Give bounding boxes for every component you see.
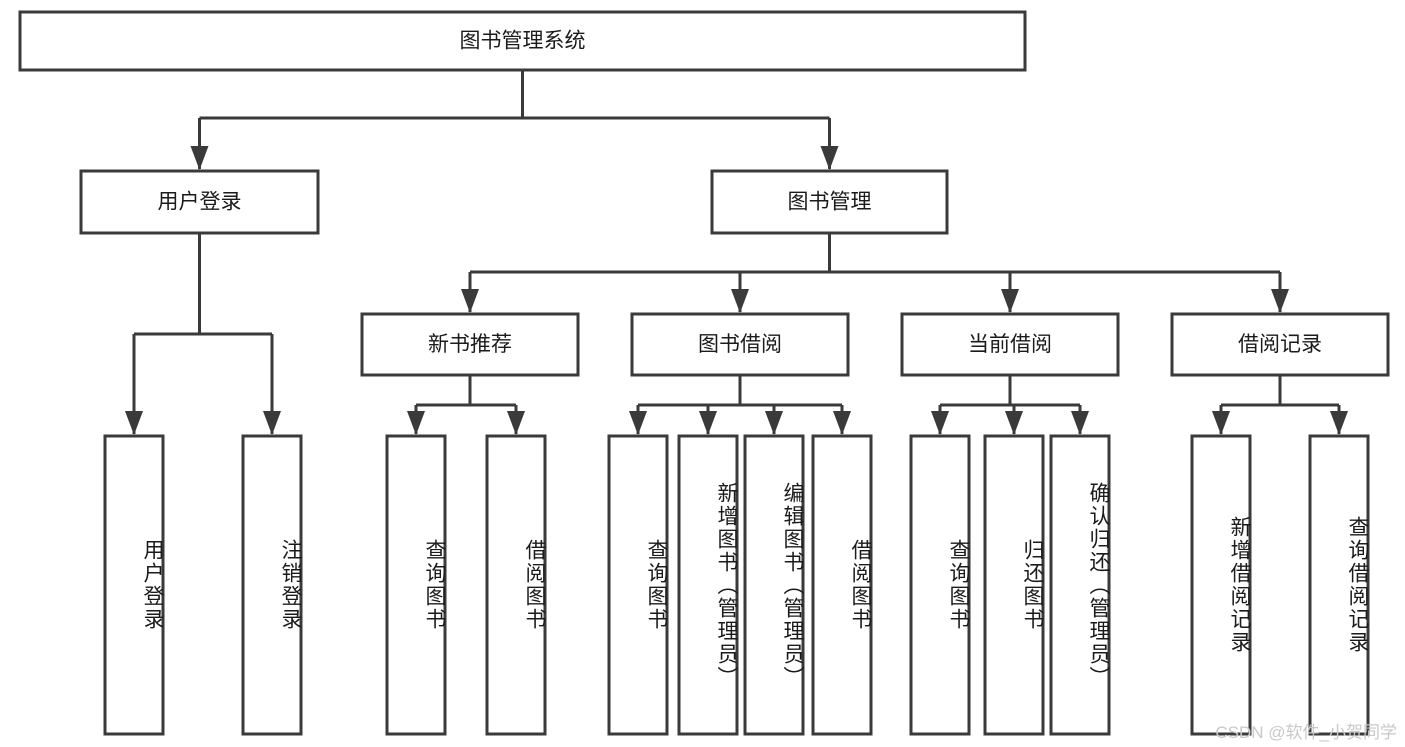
conn-root-arrow-1	[820, 146, 839, 170]
node-user-login-label: 用户登录	[158, 191, 242, 214]
node-leaf-return-book[interactable]	[983, 434, 1045, 736]
conn-new-book-rec-arrow-0	[407, 411, 425, 435]
node-leaf-confirm-return[interactable]	[1049, 434, 1111, 736]
node-leaf-query-book-cur[interactable]	[909, 434, 971, 736]
node-leaf-add-record[interactable]	[1190, 434, 1252, 736]
conn-bookmanage-arrow-0	[461, 289, 479, 313]
node-leaf-edit-book[interactable]	[743, 434, 805, 736]
conn-book-borrow-arrow-2	[765, 411, 783, 435]
conn-book-borrow-arrow-1	[699, 411, 717, 435]
node-current-borrow-label: 当前借阅	[968, 333, 1052, 356]
node-current-borrow[interactable]	[900, 312, 1120, 377]
node-book-borrow[interactable]	[630, 312, 850, 377]
node-user-login[interactable]	[79, 169, 320, 235]
node-book-manage[interactable]	[710, 169, 949, 235]
connector-layer	[125, 70, 1348, 435]
conn-current-borrow-arrow-2	[1071, 411, 1089, 435]
node-leaf-query-record[interactable]	[1308, 434, 1370, 736]
conn-new-book-rec-arrow-1	[507, 411, 525, 435]
node-leaf-query-book-rec[interactable]	[385, 434, 447, 736]
conn-book-borrow-arrow-0	[629, 411, 647, 435]
node-leaf-borrow-book[interactable]	[811, 434, 873, 736]
node-root[interactable]	[18, 10, 1027, 72]
conn-borrow-record-arrow-1	[1330, 411, 1348, 435]
node-borrow-record-label: 借阅记录	[1238, 333, 1322, 356]
conn-bookmanage-arrow-1	[731, 289, 749, 313]
conn-userlogin-arrow-1	[263, 411, 281, 435]
conn-borrow-record-arrow-0	[1212, 411, 1230, 435]
node-root-label: 图书管理系统	[460, 30, 586, 53]
node-leaf-user-login[interactable]	[103, 434, 165, 736]
conn-book-borrow-arrow-3	[833, 411, 851, 435]
node-leaf-logout[interactable]	[241, 434, 303, 736]
conn-current-borrow-arrow-0	[931, 411, 949, 435]
conn-userlogin-arrow-0	[125, 411, 143, 435]
conn-bookmanage-arrow-2	[1001, 289, 1019, 313]
conn-root-arrow-0	[190, 146, 209, 170]
conn-bookmanage-arrow-3	[1271, 289, 1289, 313]
node-book-borrow-label: 图书借阅	[698, 333, 782, 356]
conn-current-borrow-arrow-1	[1005, 411, 1023, 435]
node-new-book-rec[interactable]	[360, 312, 580, 377]
node-new-book-rec-label: 新书推荐	[428, 333, 512, 356]
node-leaf-query-book-borrow[interactable]	[607, 434, 669, 736]
node-book-manage-label: 图书管理	[788, 191, 872, 214]
node-leaf-borrow-book-rec[interactable]	[485, 434, 547, 736]
node-leaf-add-book[interactable]	[677, 434, 739, 736]
node-borrow-record[interactable]	[1170, 312, 1390, 377]
